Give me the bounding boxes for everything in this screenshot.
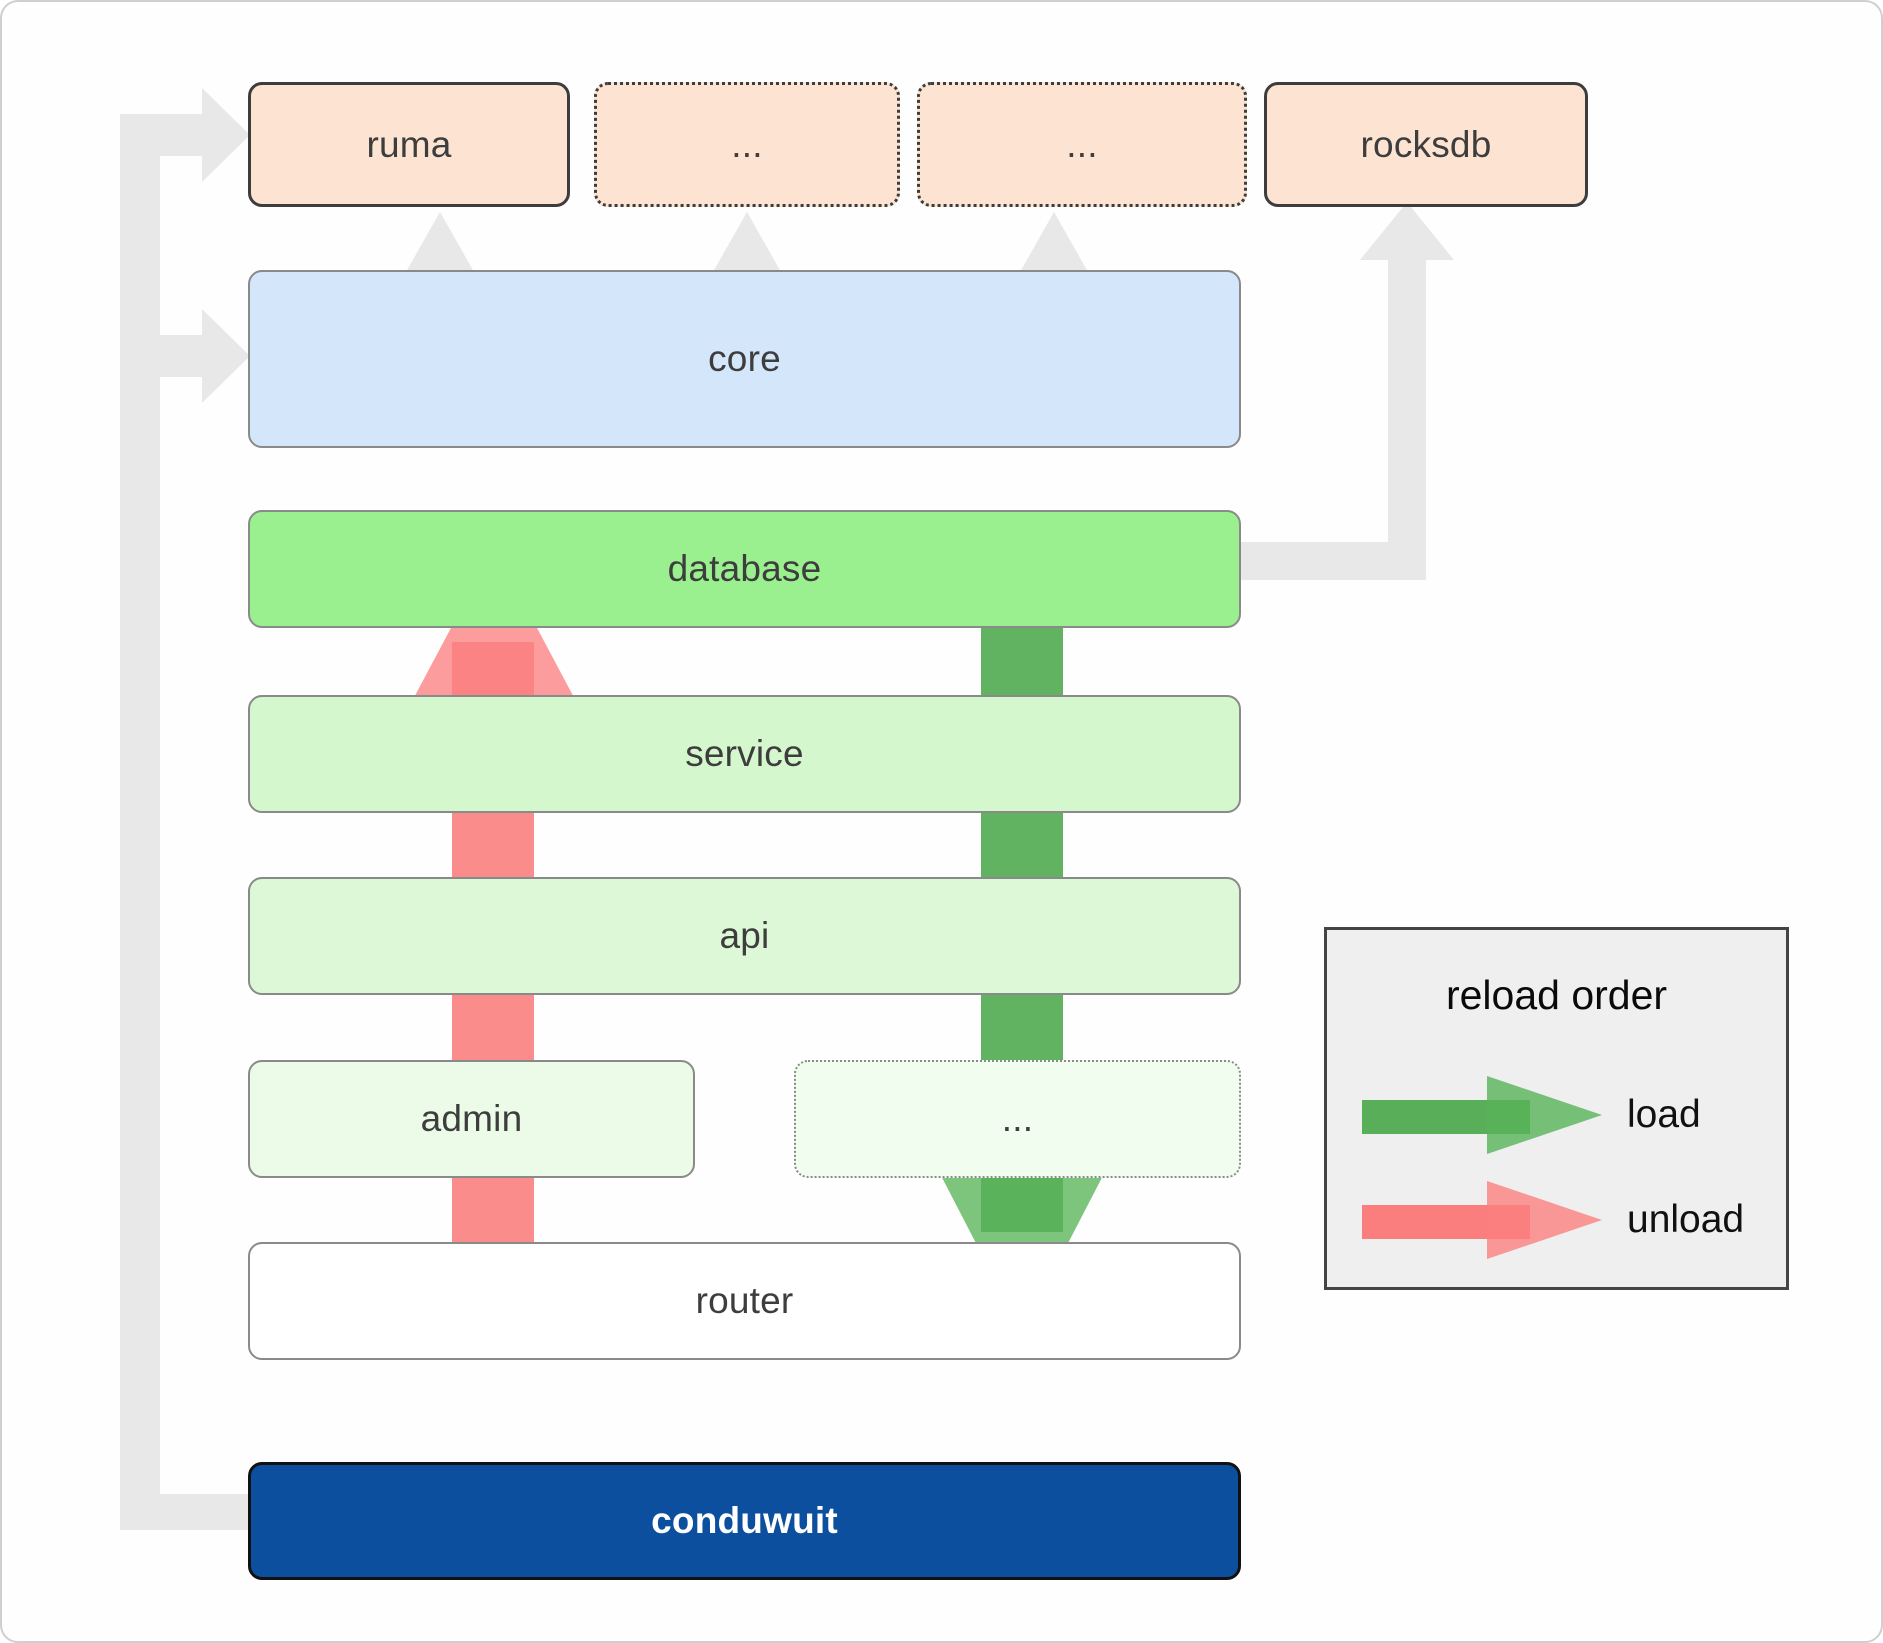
node-external-a-label: ... [731, 123, 763, 165]
layer-core[interactable]: core [248, 270, 1241, 448]
layer-database-label: database [667, 548, 822, 589]
node-external-b[interactable]: ... [917, 82, 1247, 207]
legend-unload-label: unload [1627, 1198, 1745, 1241]
node-external-a[interactable]: ... [594, 82, 900, 207]
layer-admin-label: admin [420, 1098, 523, 1139]
node-conduwuit-label: conduwuit [651, 1500, 838, 1541]
unload-arrow-icon [1362, 1181, 1602, 1259]
node-rocksdb-label: rocksdb [1360, 123, 1492, 165]
legend-row-load: load [1327, 1070, 1786, 1160]
node-rocksdb[interactable]: rocksdb [1264, 82, 1588, 207]
node-ruma-label: ruma [366, 123, 452, 165]
node-ruma[interactable]: ruma [248, 82, 570, 207]
layer-service-label: service [685, 733, 804, 774]
legend-title: reload order [1445, 972, 1668, 1018]
layer-router-label: router [695, 1280, 794, 1321]
layer-database[interactable]: database [248, 510, 1241, 628]
conduwuit-dependency-connector [120, 88, 250, 1530]
node-conduwuit[interactable]: conduwuit [248, 1462, 1241, 1580]
layer-core-label: core [708, 338, 781, 379]
layer-admin[interactable]: admin [248, 1060, 695, 1178]
legend-load-label: load [1627, 1093, 1701, 1136]
layer-extra-label: ... [1001, 1098, 1034, 1139]
layer-router[interactable]: router [248, 1242, 1241, 1360]
database-rocksdb-connector [1240, 202, 1454, 580]
layer-api-label: api [719, 915, 770, 956]
layer-service[interactable]: service [248, 695, 1241, 813]
core-to-external-arrows [406, 212, 1088, 302]
node-external-b-label: ... [1066, 123, 1098, 165]
layer-api[interactable]: api [248, 877, 1241, 995]
layer-extra[interactable]: ... [794, 1060, 1241, 1178]
legend-row-unload: unload [1327, 1175, 1786, 1265]
legend-reload-order: reload order load unload [1324, 927, 1789, 1290]
load-arrow-icon [1362, 1076, 1602, 1154]
